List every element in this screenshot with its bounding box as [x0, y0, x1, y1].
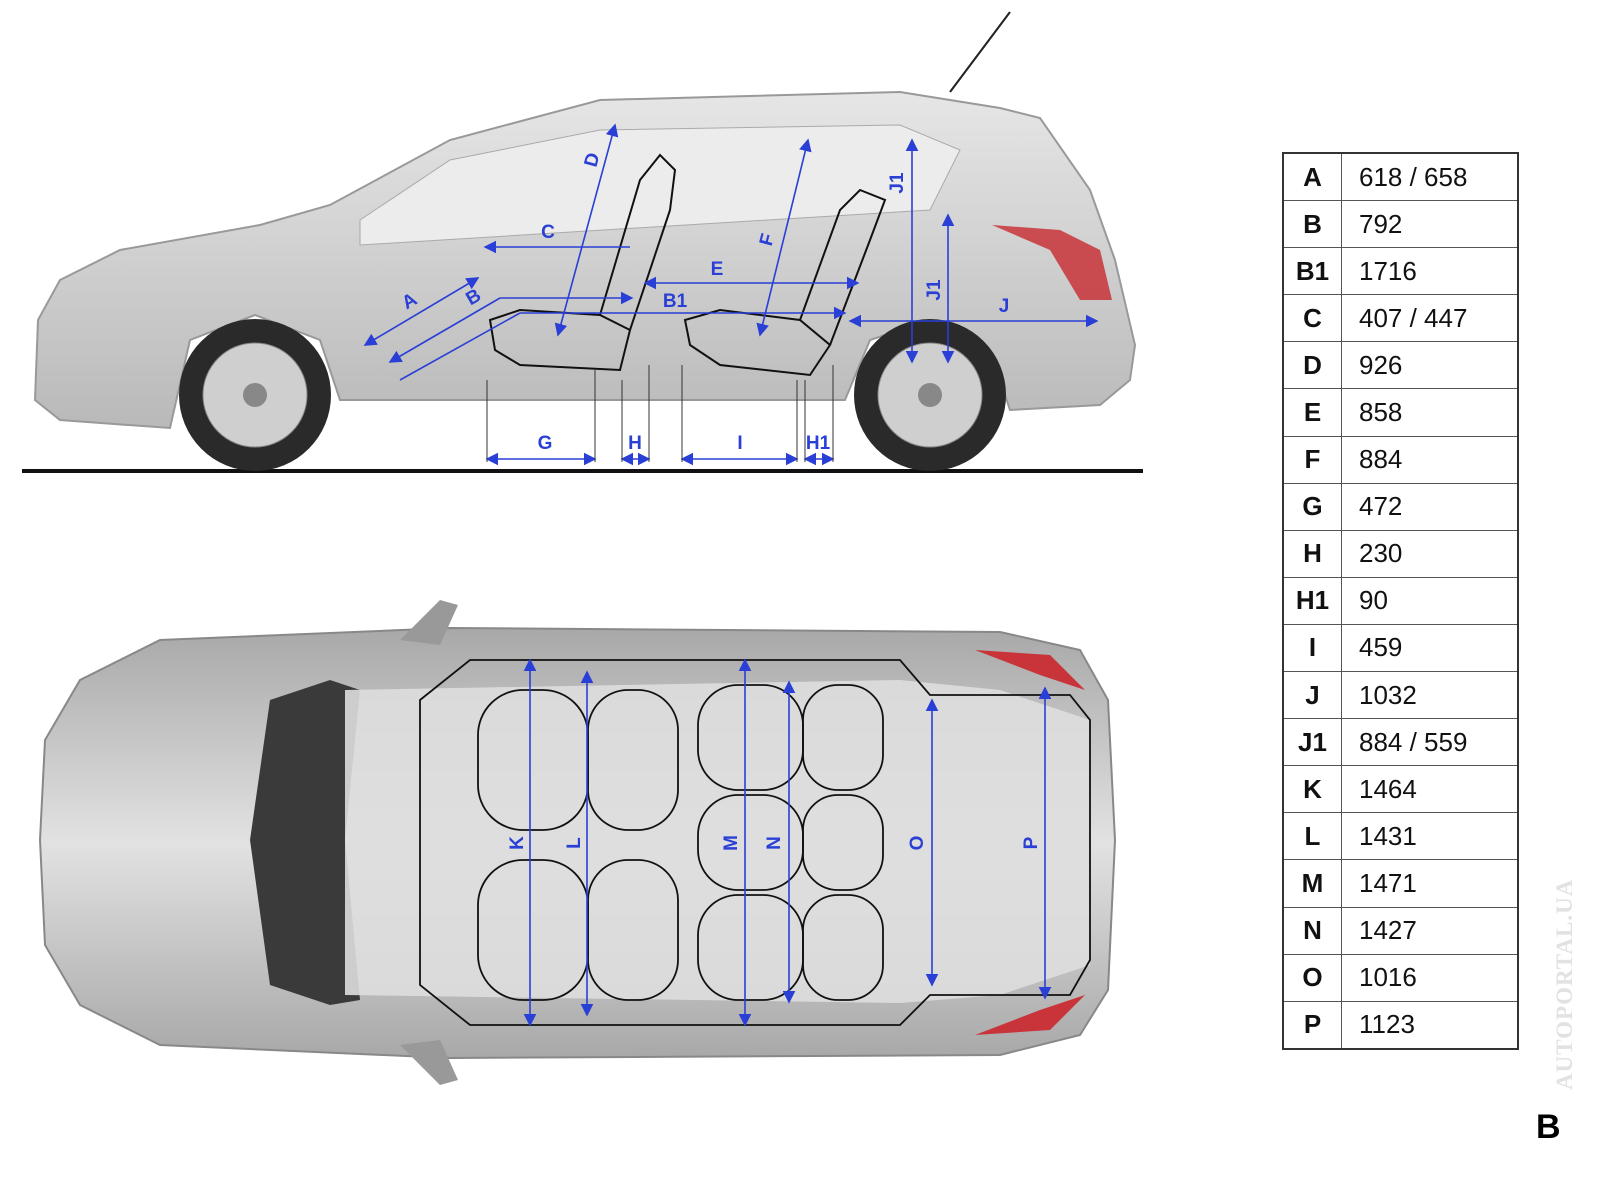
watermark: AUTOPORTAL.UA [1552, 878, 1577, 1090]
dimension-label-j1b: J1 [924, 279, 945, 301]
dimension-key: H1 [1282, 576, 1342, 625]
dimension-value: 1471 [1341, 859, 1519, 908]
dimension-key: D [1282, 341, 1342, 390]
dimension-value: 926 [1341, 341, 1519, 390]
seat-outlines [488, 153, 887, 377]
dimension-key: J [1282, 671, 1342, 720]
dimension-label-g: G [538, 433, 553, 454]
dimension-label-m: M [721, 835, 742, 851]
dimension-label-j1a: J1 [887, 172, 908, 194]
side-dimension-lines [363, 123, 1099, 466]
mirror-right [400, 1040, 458, 1085]
dimension-key: F [1282, 435, 1342, 484]
dimension-key: K [1282, 765, 1342, 814]
dimension-label-p: P [1021, 836, 1042, 849]
dimension-label-j: J [999, 296, 1010, 317]
dimension-value: 884 [1341, 435, 1519, 484]
dimension-label-c: C [541, 222, 555, 243]
dimension-value: 792 [1341, 200, 1519, 249]
tail-light-left [975, 650, 1085, 690]
dimension-value: 1464 [1341, 765, 1519, 814]
dimension-value: 1123 [1341, 1000, 1519, 1050]
dimension-key: M [1282, 859, 1342, 908]
dimension-label-d: D [581, 151, 605, 170]
dimension-value: 884 / 559 [1341, 718, 1519, 767]
dimension-value: 407 / 447 [1341, 294, 1519, 343]
dimension-key: O [1282, 953, 1342, 1002]
dimension-key: H [1282, 529, 1342, 578]
rear-wheel [854, 319, 1006, 471]
dimension-key: I [1282, 623, 1342, 673]
mirror-left [400, 600, 458, 645]
dimension-key: J1 [1282, 718, 1342, 767]
dimension-value: 1016 [1341, 953, 1519, 1002]
dimension-value: 1431 [1341, 812, 1519, 861]
dimension-label-b1: B1 [663, 291, 688, 312]
front-wheel [179, 319, 331, 471]
dimension-value: 858 [1341, 388, 1519, 437]
roof-glass [345, 680, 1090, 1003]
dimension-label-h: H [628, 433, 642, 454]
dimension-key: B [1282, 200, 1342, 249]
dimension-key: E [1282, 388, 1342, 437]
dimension-key: L [1282, 812, 1342, 861]
dimension-label-e: E [711, 259, 724, 280]
antenna [949, 11, 1011, 93]
dimension-value: 90 [1341, 576, 1519, 625]
dimension-value: 472 [1341, 482, 1519, 531]
dimension-label-h1: H1 [806, 433, 831, 454]
top-view-car: K L M N O P [38, 600, 1117, 1085]
dimension-value: 230 [1341, 529, 1519, 578]
dimension-value: 1032 [1341, 671, 1519, 720]
tail-light-right [975, 995, 1085, 1035]
dimension-label-i: I [737, 433, 742, 454]
dimension-value: 1427 [1341, 906, 1519, 955]
dimension-value: 1716 [1341, 247, 1519, 296]
dimension-label-f: F [756, 232, 779, 249]
dimension-label-n: N [764, 836, 785, 850]
tail-light [992, 225, 1112, 300]
dimension-value: 618 / 658 [1341, 152, 1519, 202]
windshield [250, 680, 360, 1005]
dimension-key: P [1282, 1000, 1342, 1050]
dimension-key: N [1282, 906, 1342, 955]
dimension-key: B1 [1282, 247, 1342, 296]
dimension-label-k: K [507, 836, 528, 850]
dimension-key: G [1282, 482, 1342, 531]
corner-badge: B [1536, 1108, 1561, 1146]
dimension-key: A [1282, 152, 1342, 202]
dimension-label-o: O [907, 836, 928, 851]
dimension-label-l: L [564, 837, 585, 849]
dimension-key: C [1282, 294, 1342, 343]
top-dimension-lines [523, 658, 1052, 1027]
dimension-value: 459 [1341, 623, 1519, 673]
